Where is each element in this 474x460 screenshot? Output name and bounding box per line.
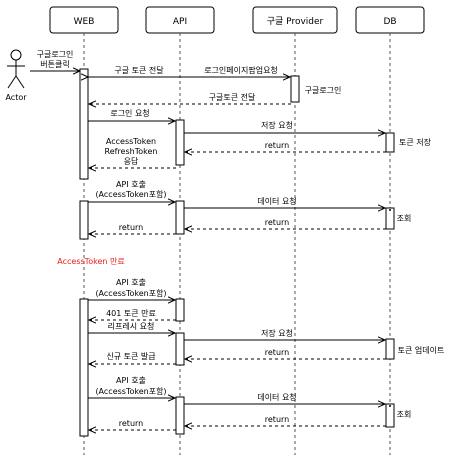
msg-m7-line1: AccessToken xyxy=(106,137,156,146)
msg-m11: return xyxy=(119,223,143,232)
msg-m2: 로그인페이지팝업요청 xyxy=(204,65,278,75)
note-db-query-1: 조회 xyxy=(397,214,412,223)
activation-db-3 xyxy=(385,338,395,360)
msg-m10: return xyxy=(265,218,289,227)
msg-m18-line2: (AccessToken포함) xyxy=(95,387,166,396)
activation-provider-1 xyxy=(290,75,300,103)
msg-m12-line2: (AccessToken포함) xyxy=(95,289,166,298)
msg-m14: 리프레시 요청 xyxy=(108,322,155,331)
msg-m18-line1: API 호출 xyxy=(116,375,146,385)
note-token-expired: AccessToken 만료 xyxy=(57,257,124,266)
actor-click-note-line1: 구글로그인 xyxy=(37,49,74,59)
activation-db-4 xyxy=(385,403,395,428)
actor-figure xyxy=(7,49,25,89)
participant-web-label: WEB xyxy=(74,17,95,27)
msg-m13: 401 토큰 만료 xyxy=(106,309,156,318)
activation-db-2 xyxy=(385,207,395,230)
participant-api: API xyxy=(145,6,215,34)
msg-m15: 저장 요청 xyxy=(261,328,293,338)
participant-db-label: DB xyxy=(383,17,396,27)
msg-m7-line3: 응답 xyxy=(124,156,139,166)
msg-m12-line1: API 호출 xyxy=(116,277,146,287)
participant-provider: 구글 Provider xyxy=(252,6,338,34)
actor-click-note-line2: 버튼클릭 xyxy=(40,59,69,69)
msg-m8-line2: (AccessToken포함) xyxy=(95,190,166,199)
msg-m1: 구글 토큰 전달 xyxy=(114,65,164,75)
activation-web-1 xyxy=(79,68,89,180)
activation-db-1 xyxy=(385,132,395,153)
actor-label: Actor xyxy=(5,93,27,102)
note-db-store: 토큰 저장 xyxy=(399,137,432,147)
msg-m6: return xyxy=(265,141,289,150)
note-db-update: 토큰 업데이트 xyxy=(398,345,445,355)
msg-m3: 구글토큰 전달 xyxy=(209,92,256,102)
msg-m20: return xyxy=(265,415,289,424)
activation-web-2 xyxy=(79,200,89,240)
msg-m8-line1: API 호출 xyxy=(116,179,146,189)
note-db-query-2: 조회 xyxy=(397,410,412,419)
activation-api-5 xyxy=(175,396,185,435)
msg-m21: return xyxy=(119,419,143,428)
activation-api-3 xyxy=(175,298,185,322)
activation-api-2 xyxy=(175,200,185,235)
participant-db: DB xyxy=(355,6,425,34)
msg-m16: return xyxy=(265,348,289,357)
activation-api-1 xyxy=(175,119,185,166)
msg-m17: 신규 토큰 발급 xyxy=(106,351,155,361)
activation-api-4 xyxy=(175,332,185,366)
msg-m4: 로그인 요청 xyxy=(110,108,149,118)
msg-m9: 데이터 요청 xyxy=(257,196,296,206)
note-provider-login: 구글로그인 xyxy=(305,85,342,95)
msg-m19: 데이터 요청 xyxy=(257,392,296,402)
activation-web-3 xyxy=(79,298,89,437)
msg-m7-line2: RefreshToken xyxy=(105,147,158,156)
participant-provider-label: 구글 Provider xyxy=(267,16,324,27)
participant-api-label: API xyxy=(173,17,187,27)
msg-m5: 저장 요청 xyxy=(261,120,293,130)
participant-web: WEB xyxy=(49,6,119,34)
